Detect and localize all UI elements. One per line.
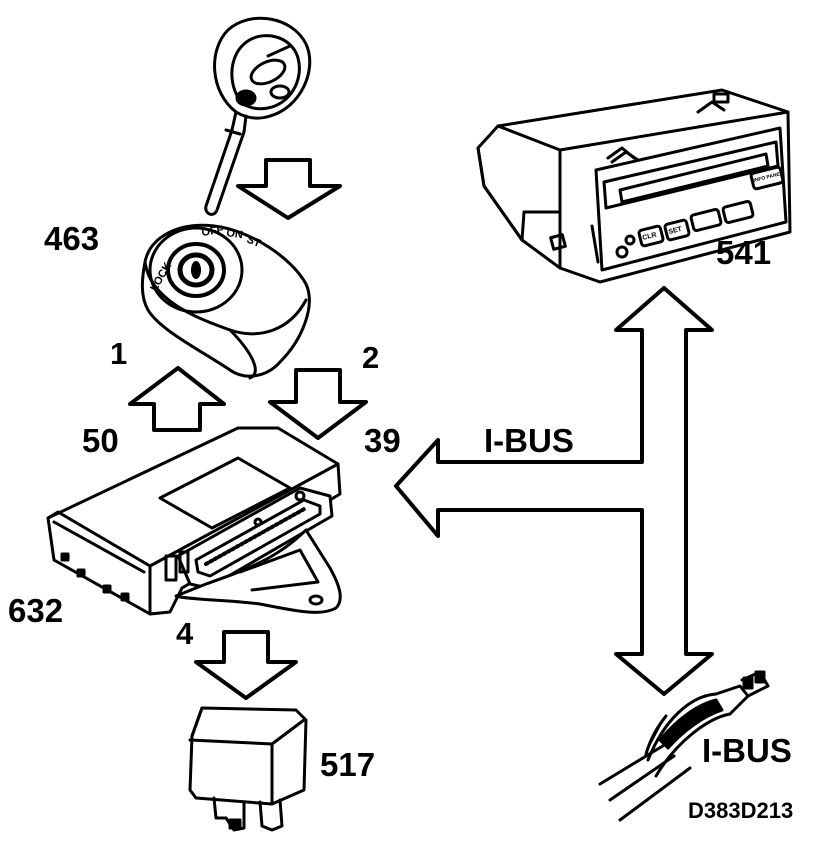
key-fob-icon bbox=[204, 16, 312, 216]
label-num-4: 4 bbox=[176, 616, 194, 651]
label-632: 632 bbox=[8, 592, 64, 629]
display-button-clr: CLR bbox=[642, 232, 658, 242]
arrow-4-down bbox=[194, 630, 298, 700]
label-num-1: 1 bbox=[110, 336, 128, 371]
arrow-key-to-switch bbox=[236, 158, 342, 220]
control-module-icon bbox=[46, 426, 342, 616]
figure-code: D383D213 bbox=[688, 798, 794, 823]
switch-on-text: ON bbox=[226, 227, 244, 241]
switch-off-text: OFF bbox=[201, 224, 225, 239]
label-num-39: 39 bbox=[364, 422, 401, 459]
label-517: 517 bbox=[320, 746, 376, 783]
label-ibus-main: I-BUS bbox=[484, 422, 574, 459]
label-num-50: 50 bbox=[82, 422, 119, 459]
ibus-cable-icon bbox=[598, 670, 770, 822]
info-display-icon bbox=[476, 88, 792, 284]
label-num-2: 2 bbox=[362, 340, 380, 375]
ibus-arrow-network bbox=[394, 286, 714, 696]
label-541: 541 bbox=[716, 234, 772, 271]
display-button-set: SET bbox=[668, 226, 684, 236]
label-463: 463 bbox=[44, 220, 100, 257]
ignition-switch-icon bbox=[140, 223, 311, 380]
label-ibus-cable: I-BUS bbox=[702, 732, 792, 769]
arrow-1-up bbox=[128, 366, 226, 432]
switch-st-text: ST bbox=[245, 234, 263, 250]
arrow-2-down bbox=[268, 368, 368, 440]
relay-icon bbox=[188, 706, 308, 832]
